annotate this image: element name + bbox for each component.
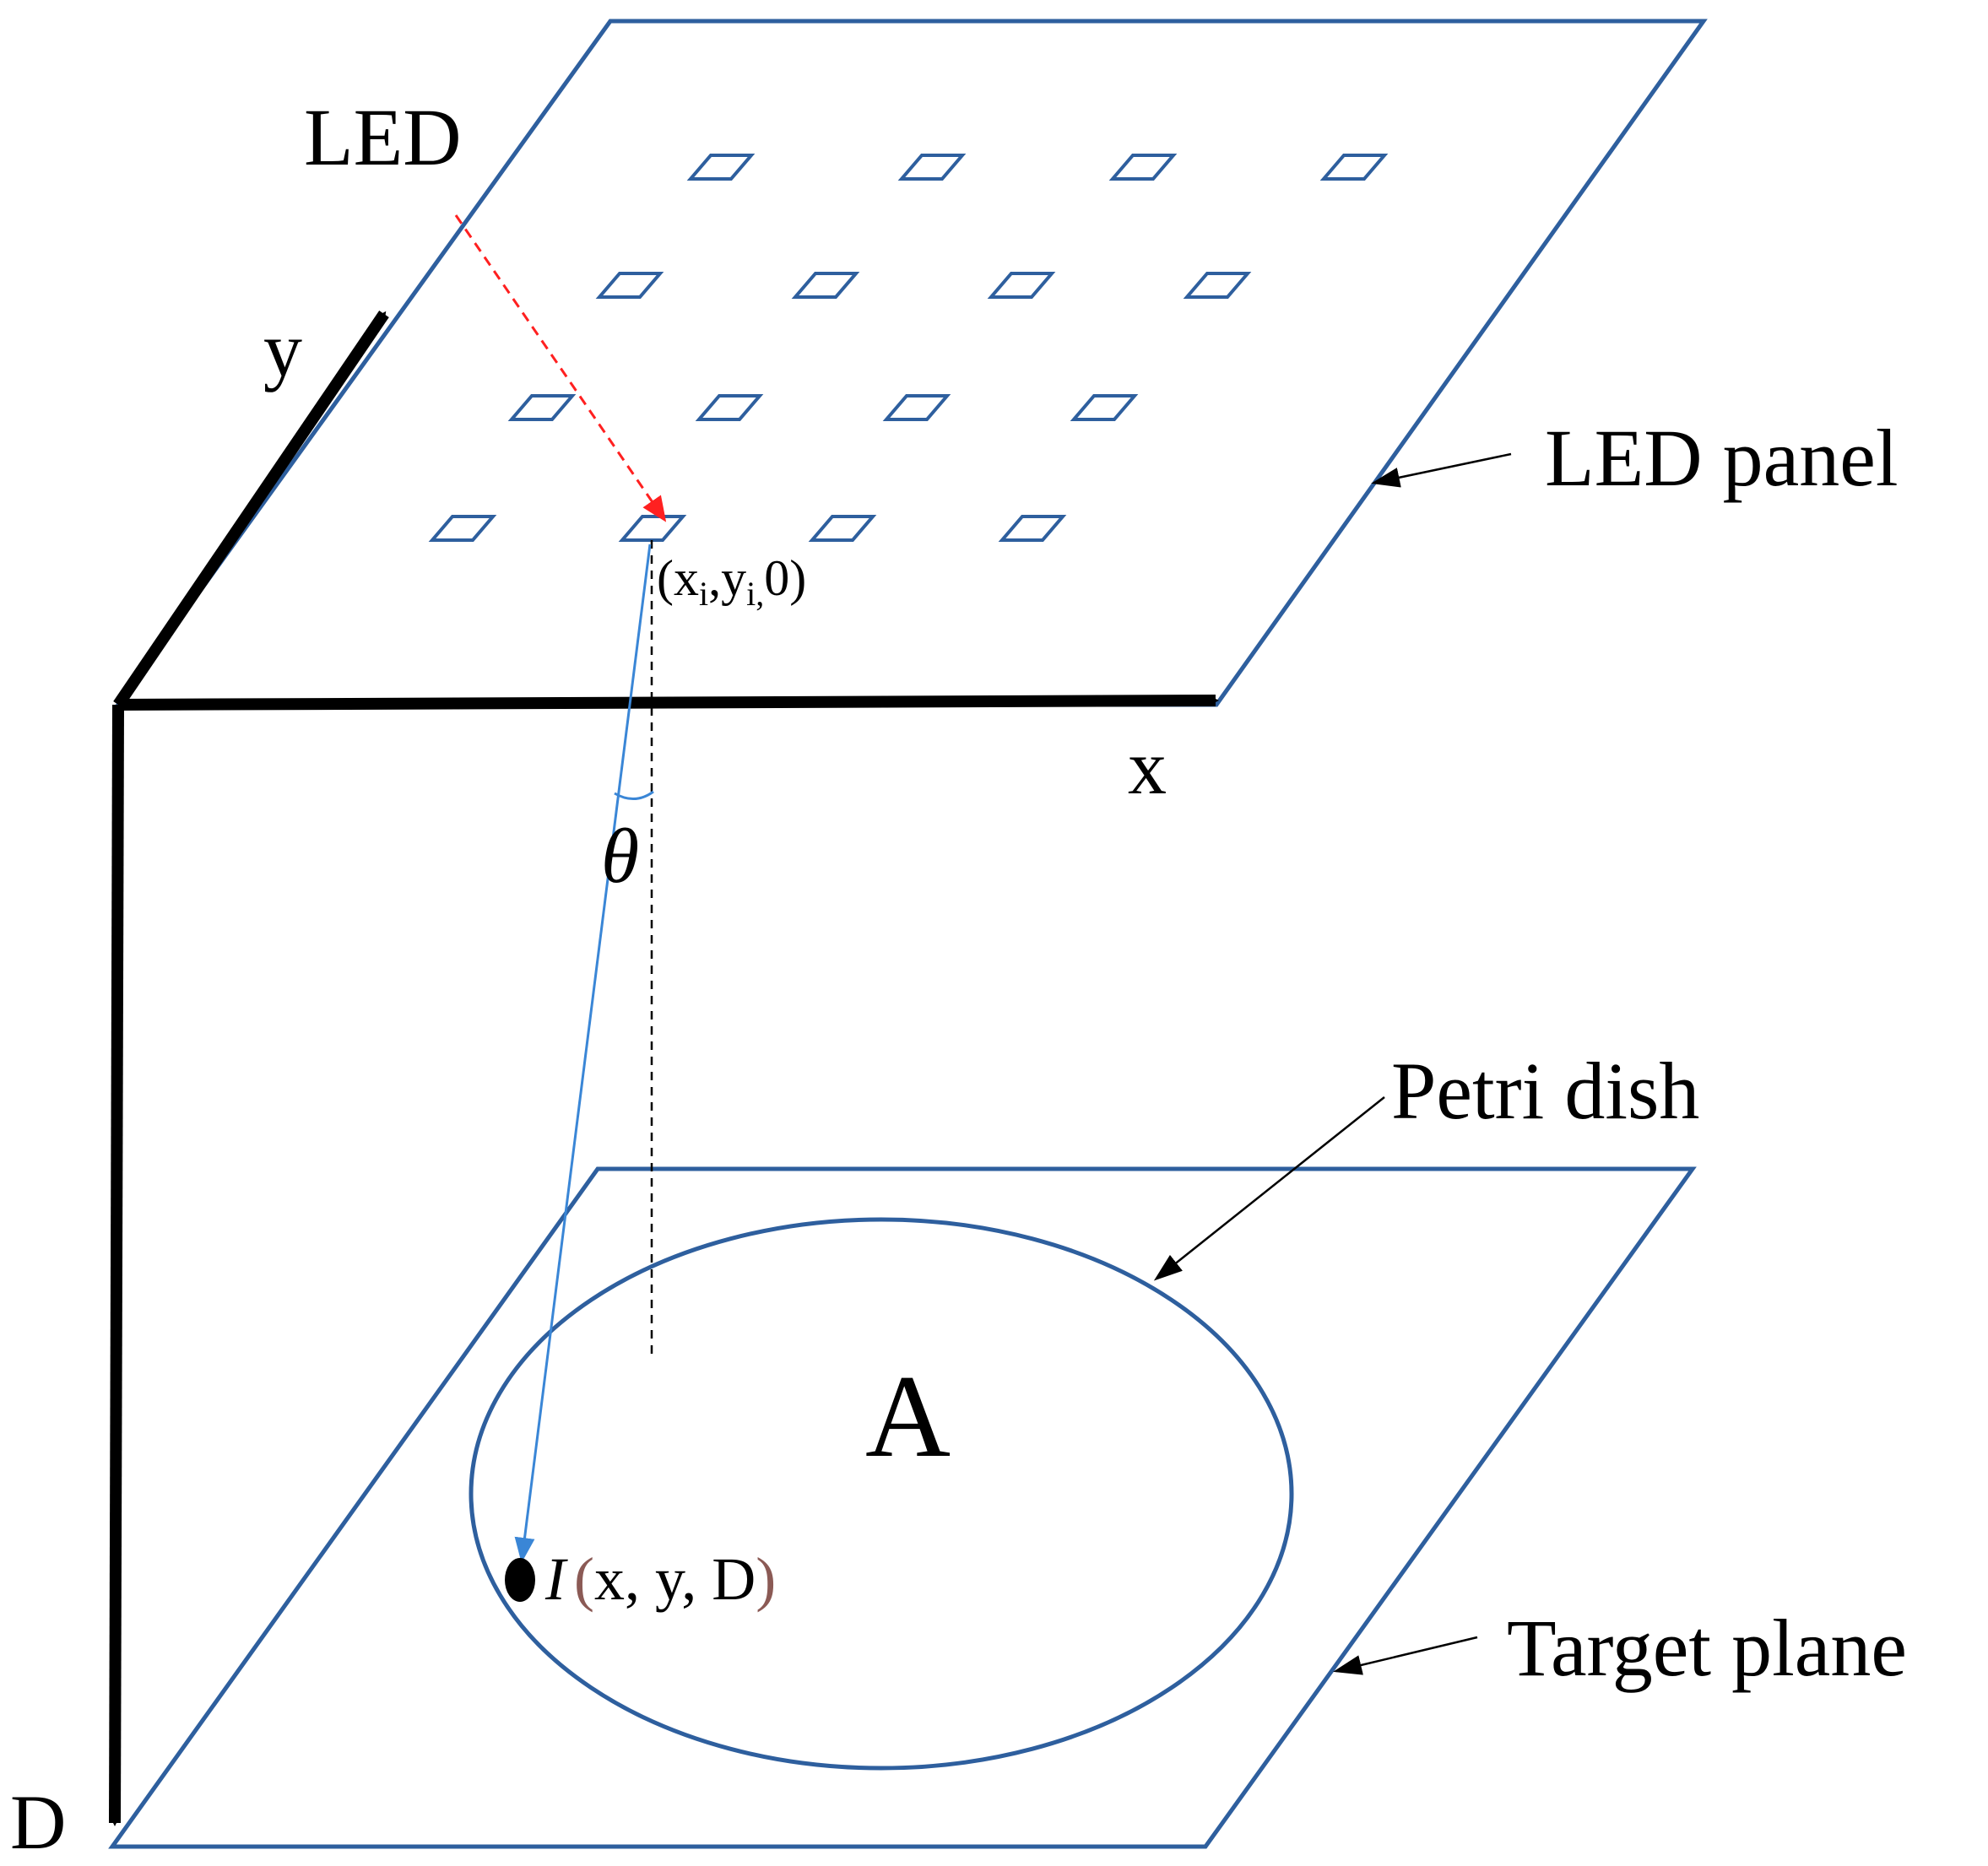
led-cell <box>695 394 764 421</box>
y-axis <box>113 311 389 708</box>
incident-ray <box>454 214 667 522</box>
target-plane <box>108 1166 1697 1849</box>
led-coordinate-label: (xi,yi,0) <box>657 550 806 613</box>
d-axis <box>109 704 124 1826</box>
target-plane-leader <box>1333 1636 1478 1675</box>
led-cell <box>507 394 577 421</box>
led-cell <box>808 515 877 542</box>
area-label: A <box>865 1351 951 1482</box>
petri-dish-label: Petri dish <box>1391 1046 1699 1136</box>
intensity-label: I(x, y, D) <box>544 1545 776 1613</box>
led-cell <box>1108 154 1178 181</box>
led-panel-leader <box>1371 452 1512 488</box>
led-cell <box>1183 272 1252 299</box>
led-cell <box>791 272 860 299</box>
petri-dish-leader <box>1153 1096 1385 1281</box>
x-axis-label: x <box>1128 724 1167 810</box>
led-cell <box>618 515 687 542</box>
led-cell <box>428 515 497 542</box>
theta-label: θ <box>601 813 639 899</box>
led-cell <box>897 154 967 181</box>
light-ray <box>514 544 652 1563</box>
y-axis-label: y <box>263 306 302 392</box>
led-cell <box>686 154 756 181</box>
led-label: LED <box>304 92 462 182</box>
theta-angle-arc <box>614 790 654 800</box>
x-axis <box>117 695 1219 711</box>
led-cell <box>882 394 951 421</box>
target-plane-label: Target plane <box>1507 1603 1907 1693</box>
d-axis-label: D <box>10 1779 66 1865</box>
led-cell <box>987 272 1056 299</box>
led-cell <box>998 515 1067 542</box>
led-cell <box>1319 154 1389 181</box>
led-cell <box>595 272 664 299</box>
led-cell <box>1070 394 1139 421</box>
target-point <box>505 1558 535 1602</box>
petri-dish <box>469 1217 1294 1771</box>
led-panel-label: LED panel <box>1545 413 1899 503</box>
led-grid <box>428 154 1389 542</box>
